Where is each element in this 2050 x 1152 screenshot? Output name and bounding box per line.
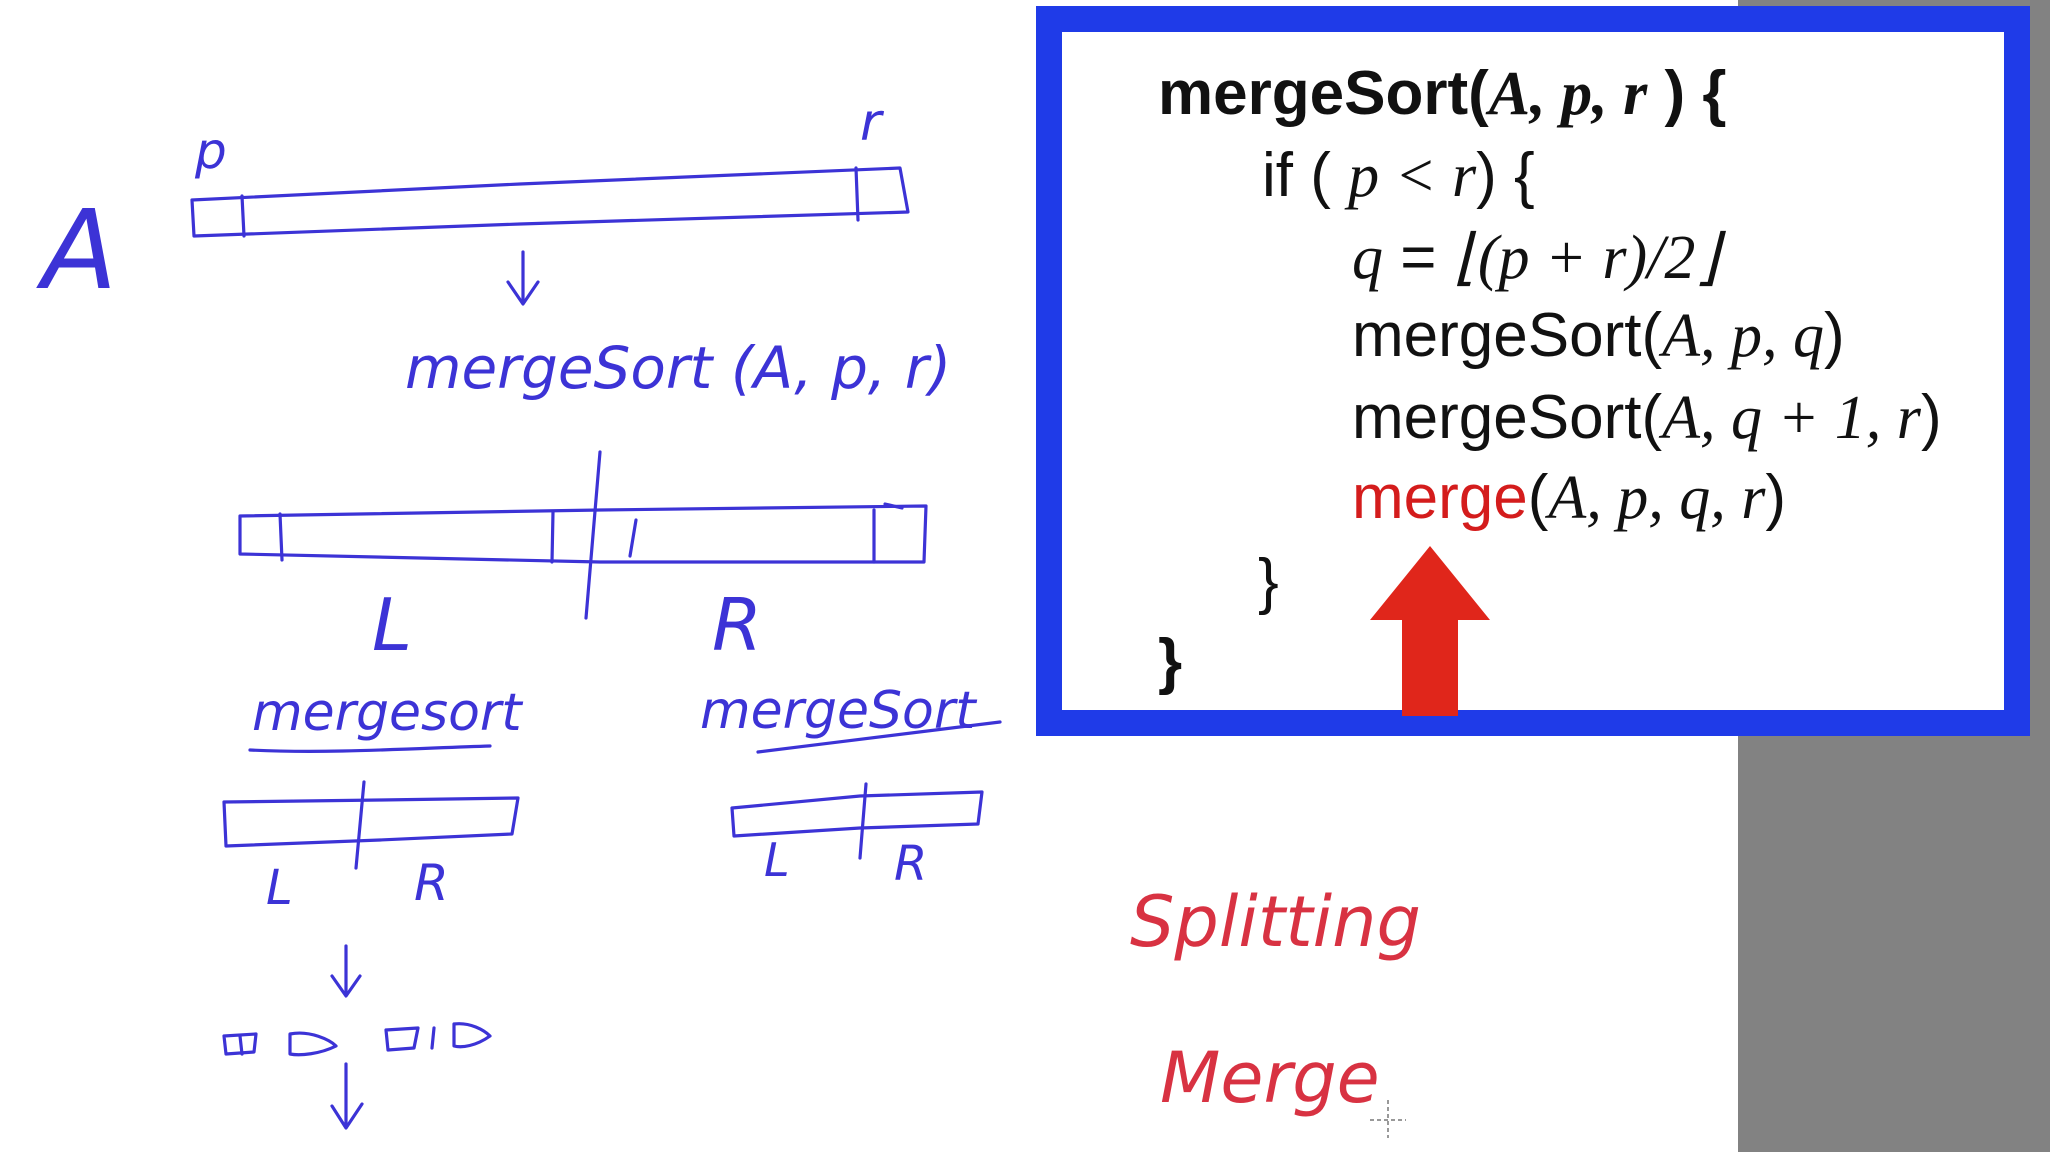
right-label: R	[712, 583, 762, 667]
array-a-bar	[190, 166, 910, 238]
r-label: r	[860, 93, 885, 153]
right-call-underline	[756, 720, 1002, 754]
crosshair-cursor-icon	[1370, 1100, 1406, 1138]
down-arrow-2	[330, 944, 362, 998]
code-line-signature: mergeSort(A, p, r ) {	[1158, 58, 1726, 130]
code-line-call-right: mergeSort(A, q + 1, r)	[1352, 382, 1942, 454]
code-line-q: q = ⌊(p + r)/2⌋	[1352, 220, 1720, 294]
code-call-right-fn: mergeSort(	[1352, 383, 1663, 452]
code-box: mergeSort(A, p, r ) { if ( p < r) { q = …	[1036, 6, 2030, 736]
small-right-l-label: L	[764, 833, 790, 887]
code-signature-close: ) {	[1647, 59, 1727, 128]
code-merge-fn: merge	[1352, 463, 1528, 532]
left-call-underline	[248, 744, 492, 753]
code-if-close: ) {	[1476, 141, 1535, 210]
code-line-if: if ( p < r) {	[1262, 140, 1535, 212]
code-if-condition: p < r	[1348, 142, 1477, 210]
small-right-r-label: R	[894, 836, 927, 892]
code-close-fn-brace: }	[1158, 627, 1183, 696]
code-q-eq: =	[1383, 223, 1454, 292]
code-call-right-args: A, q + 1, r	[1662, 384, 1921, 452]
down-arrow-1	[506, 250, 540, 306]
p-label: p	[194, 122, 227, 180]
note-merge: Merge	[1160, 1037, 1380, 1119]
split-array-bar	[238, 450, 928, 620]
note-splitting: Splitting	[1130, 881, 1421, 963]
down-arrow-3	[330, 1062, 364, 1130]
small-left-r-label: R	[414, 854, 449, 912]
code-close-if: }	[1258, 546, 1279, 617]
left-call-label: mergesort	[252, 683, 523, 743]
code-line-merge: merge(A, p, q, r)	[1352, 462, 1786, 534]
small-left-l-label: L	[266, 860, 293, 916]
code-close-if-brace: }	[1258, 547, 1279, 616]
code-q-expr: ⌊(p + r)/2⌋	[1453, 224, 1720, 292]
small-right-array	[730, 782, 984, 860]
small-left-array	[222, 780, 520, 870]
code-merge-open: (	[1527, 463, 1549, 532]
code-q-var: q	[1352, 224, 1383, 292]
up-arrow-icon	[1370, 546, 1490, 716]
code-signature-args: A, p, r	[1488, 60, 1648, 128]
code-close-fn: }	[1158, 626, 1182, 697]
right-call-label: mergeSort	[700, 681, 977, 741]
code-line-call-left: mergeSort(A, p, q)	[1352, 300, 1845, 372]
tiny-arrays	[222, 1022, 492, 1057]
array-name-label: A	[36, 186, 117, 314]
code-merge-args: A, p, q, r	[1548, 464, 1766, 532]
left-label: L	[372, 583, 412, 667]
code-call-right-close: )	[1920, 383, 1942, 452]
code-call-left-fn: mergeSort(	[1352, 301, 1663, 370]
code-merge-close: )	[1765, 463, 1787, 532]
code-if-keyword: if (	[1262, 141, 1349, 210]
code-call-left-args: A, p, q	[1662, 302, 1824, 370]
call-label: mergeSort (A, p, r)	[405, 334, 951, 402]
code-fn-mergesort: mergeSort(	[1158, 59, 1489, 128]
code-call-left-close: )	[1823, 301, 1845, 370]
